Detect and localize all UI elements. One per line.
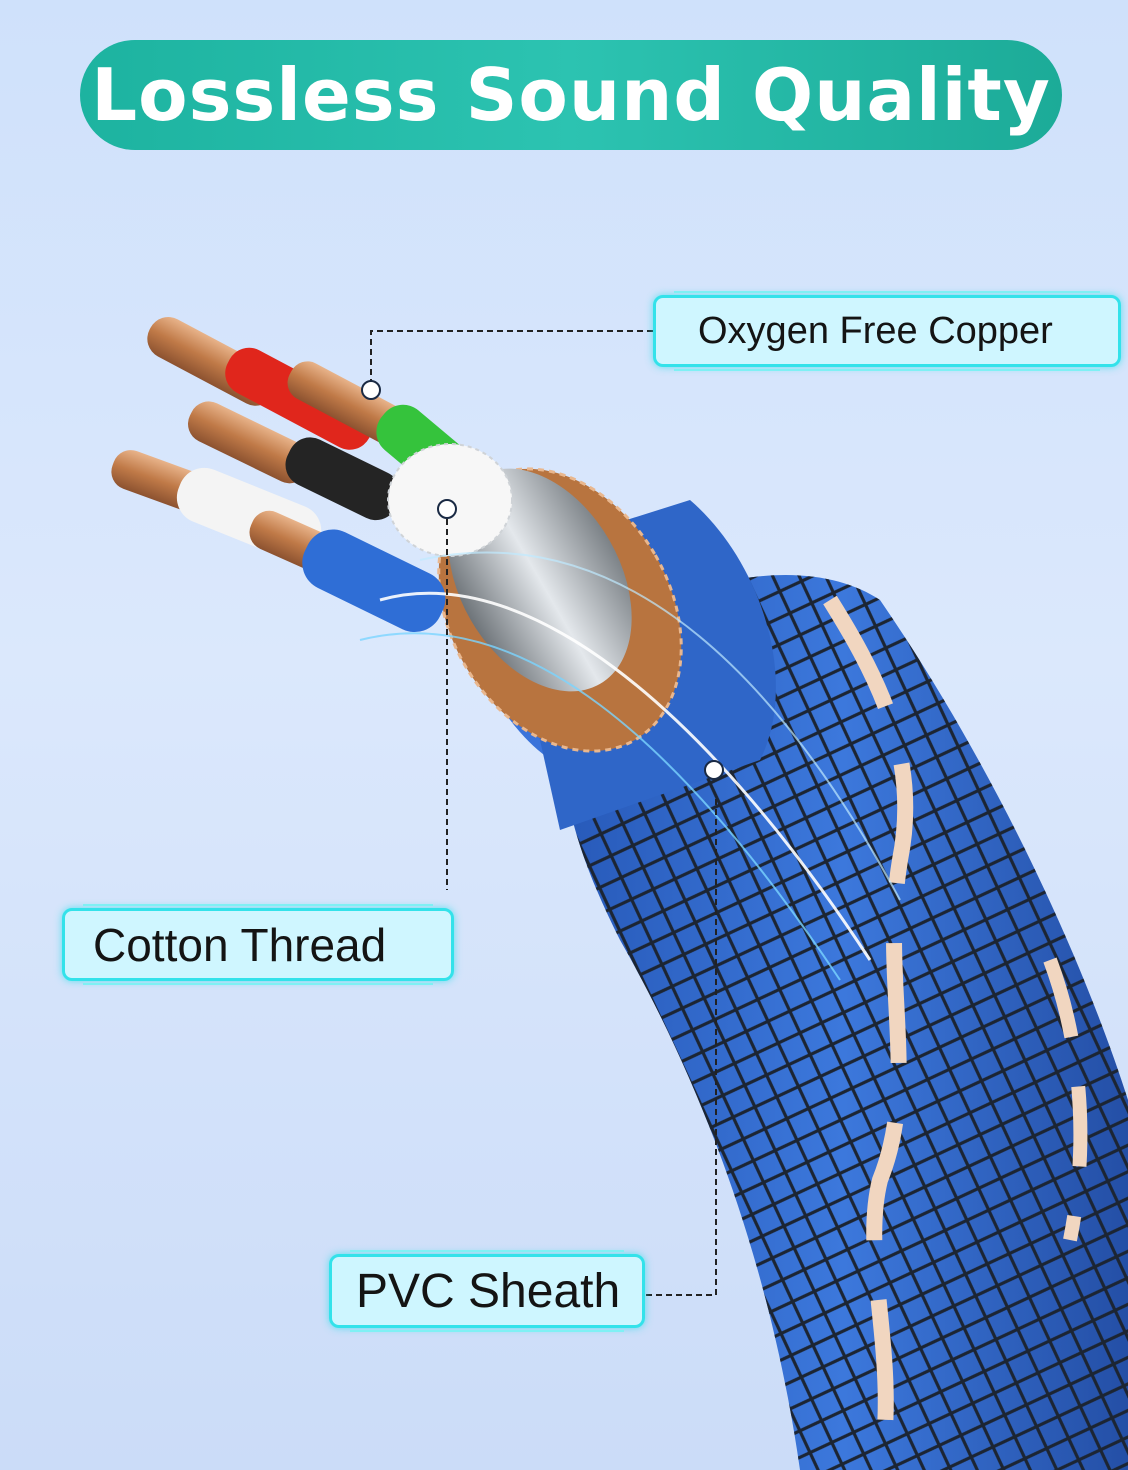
light-streaks xyxy=(359,551,901,981)
callout-pvc-sheath: PVC Sheath xyxy=(329,1250,645,1332)
callout-oxygen-free-copper-label: Oxygen Free Copper xyxy=(698,309,1053,352)
inner-wires xyxy=(111,317,513,633)
callout-cotton-thread: Cotton Thread xyxy=(62,904,454,985)
callout-pvc-sheath-label: PVC Sheath xyxy=(356,1264,621,1318)
leader-dots xyxy=(361,380,724,780)
callout-oxygen-free-copper: Oxygen Free Copper xyxy=(653,291,1121,371)
title-banner: Lossless Sound Quality xyxy=(80,40,1062,150)
page-title: Lossless Sound Quality xyxy=(91,53,1051,137)
leader-lines xyxy=(370,330,717,1296)
callout-cotton-thread-label: Cotton Thread xyxy=(93,918,387,971)
